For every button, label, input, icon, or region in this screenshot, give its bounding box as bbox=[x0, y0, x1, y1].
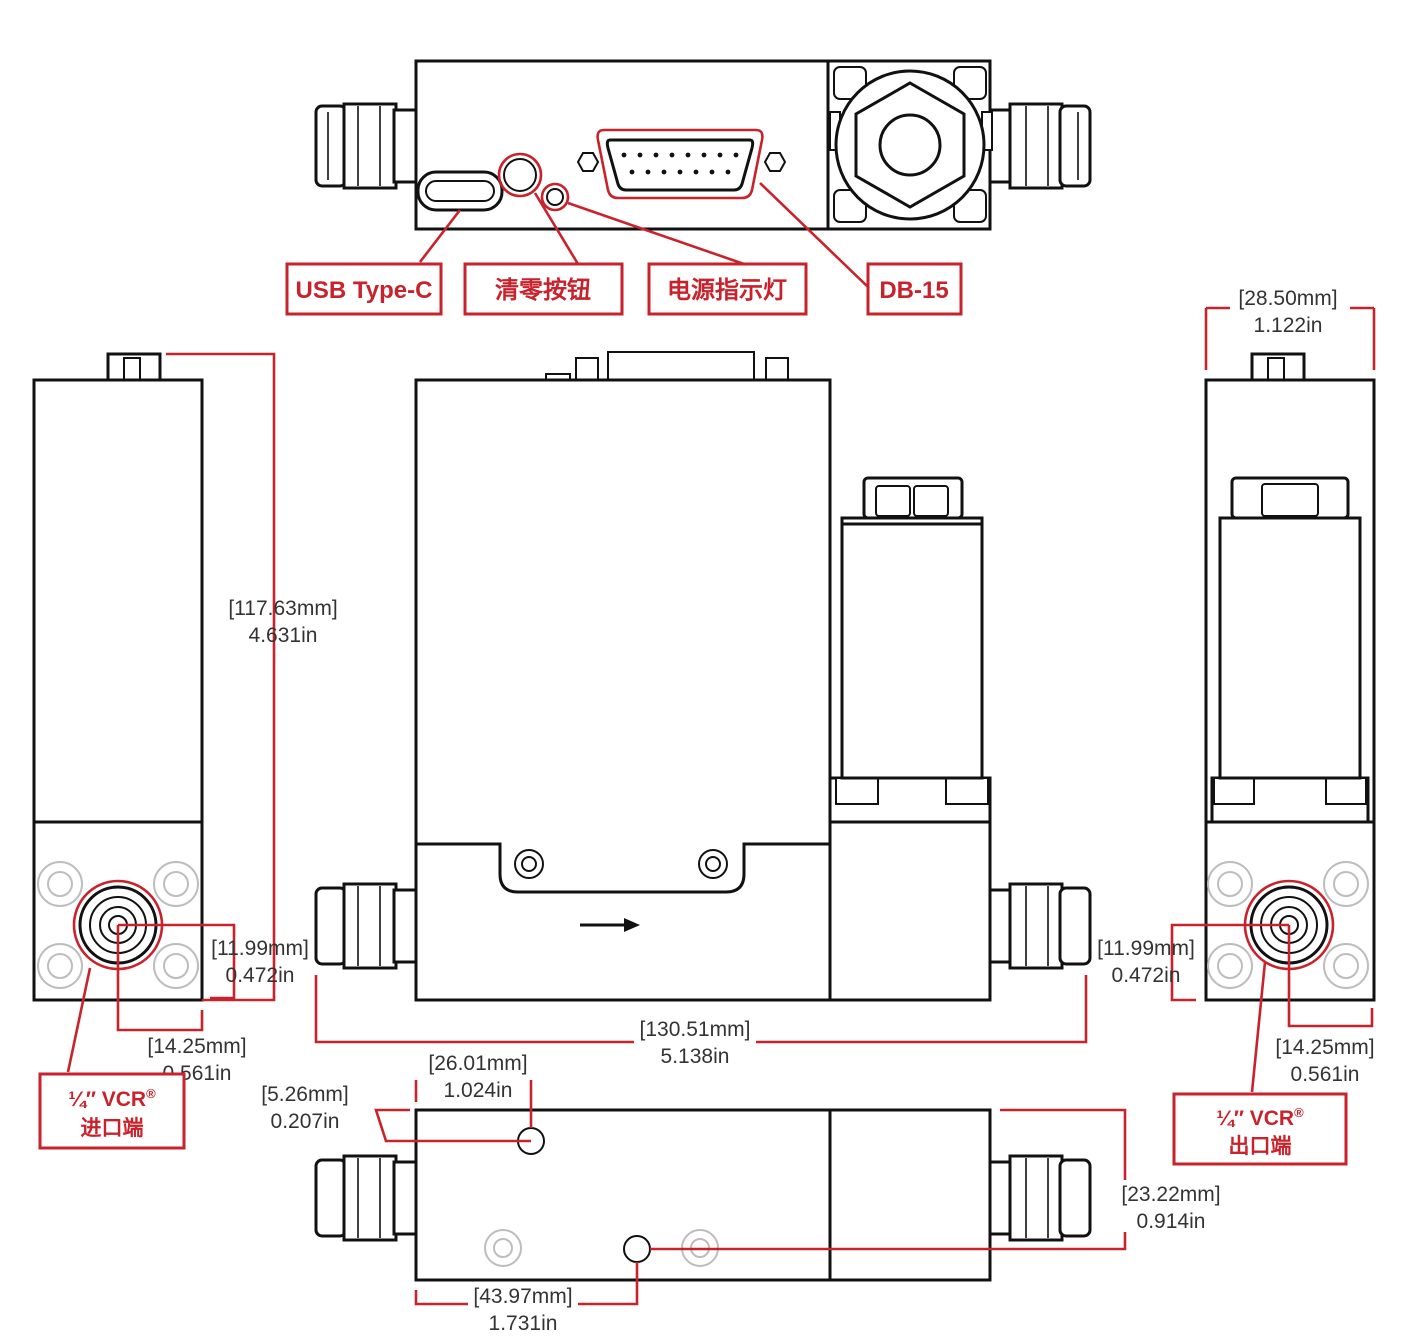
db15-pin bbox=[717, 152, 723, 158]
dimension-lines bbox=[66, 306, 1376, 1306]
db15-pin bbox=[621, 152, 627, 158]
hole-spacing-mm: [23.22mm] bbox=[1121, 1183, 1220, 1206]
db15-pin bbox=[629, 169, 635, 175]
inlet-port-name: 进口端 bbox=[81, 1117, 144, 1140]
zero-button-callout: 清零按钮 bbox=[463, 262, 624, 316]
inlet-port-size: ¼″ VCR bbox=[68, 1088, 146, 1111]
top-view-callouts: USB Type-C 清零按钮 电源指示灯 DB-15 bbox=[285, 182, 963, 316]
usb-c-port bbox=[416, 170, 504, 212]
side-width-mm: [28.50mm] bbox=[1238, 287, 1337, 310]
db15-pins bbox=[621, 152, 739, 175]
inlet-port-callout: ¼″ VCR® 进口端 bbox=[38, 1072, 186, 1150]
db15-pin bbox=[685, 152, 691, 158]
mounting-hole-2 bbox=[623, 1235, 651, 1263]
port-offset-right-mm: [14.25mm] bbox=[1275, 1036, 1374, 1059]
zero-button-label: 清零按钮 bbox=[495, 276, 591, 304]
bottom-view bbox=[314, 1108, 1092, 1282]
db15-pin bbox=[653, 152, 659, 158]
outlet-port-size: ¼″ VCR bbox=[1216, 1107, 1294, 1130]
db15-label: DB-15 bbox=[879, 277, 948, 304]
overall-length-mm: [130.51mm] bbox=[640, 1018, 751, 1041]
outlet-port-name: 出口端 bbox=[1229, 1135, 1292, 1158]
height-in: 4.631in bbox=[249, 624, 318, 647]
dimension-labels: [117.63mm] 4.631in [28.50mm] 1.122in [11… bbox=[147, 287, 1374, 1335]
db15-pin bbox=[677, 169, 683, 175]
zero-button bbox=[503, 158, 537, 192]
hole1-x-mm: [26.01mm] bbox=[428, 1052, 527, 1075]
port-offset-left-mm: [14.25mm] bbox=[147, 1035, 246, 1058]
db15-connector bbox=[576, 128, 787, 200]
left-end-view bbox=[32, 352, 204, 1002]
top-view-inlet-fitting bbox=[314, 102, 418, 190]
hole1-x-in: 1.024in bbox=[444, 1079, 513, 1102]
svg-text:¼″ VCR®: ¼″ VCR® bbox=[68, 1086, 156, 1111]
right-end-view bbox=[1204, 352, 1376, 1002]
left-bolt-holes bbox=[37, 861, 199, 989]
db15-pin bbox=[701, 152, 707, 158]
svg-text:¼″ VCR®: ¼″ VCR® bbox=[1216, 1105, 1304, 1130]
front-view bbox=[314, 351, 1092, 1002]
db15-pin bbox=[637, 152, 643, 158]
port-offset-right-in: 0.561in bbox=[1291, 1063, 1360, 1086]
valve-top bbox=[829, 66, 993, 223]
front-view-body bbox=[414, 378, 832, 1002]
port-height-right-mm: [11.99mm] bbox=[1097, 937, 1195, 960]
db15-callout: DB-15 bbox=[866, 262, 963, 316]
db15-pin bbox=[725, 169, 731, 175]
side-width-in: 1.122in bbox=[1254, 314, 1323, 337]
inlet-registered-mark: ® bbox=[146, 1086, 156, 1101]
db15-pin bbox=[661, 169, 667, 175]
top-view-outlet-fitting bbox=[988, 102, 1092, 190]
overall-length-in: 5.138in bbox=[661, 1045, 730, 1068]
height-mm: [117.63mm] bbox=[228, 597, 337, 620]
hole-spacing-in: 0.914in bbox=[1137, 1210, 1206, 1233]
right-bolt-holes bbox=[1207, 861, 1369, 989]
db15-pin bbox=[709, 169, 715, 175]
port-height-right-in: 0.472in bbox=[1112, 964, 1181, 987]
power-led bbox=[546, 188, 564, 206]
outlet-port-callout: ¼″ VCR® 出口端 bbox=[1172, 1092, 1348, 1166]
usb-type-c-label: USB Type-C bbox=[296, 277, 433, 304]
power-led-callout: 电源指示灯 bbox=[647, 262, 808, 316]
hole1-y-mm: [5.26mm] bbox=[261, 1083, 349, 1106]
port-height-left-in: 0.472in bbox=[226, 964, 295, 987]
db15-pin bbox=[733, 152, 739, 158]
db15-pin bbox=[693, 169, 699, 175]
power-led-label: 电源指示灯 bbox=[667, 277, 787, 304]
hole2-x-mm: [43.97mm] bbox=[473, 1285, 572, 1308]
db15-pin bbox=[669, 152, 675, 158]
flow-direction-arrow bbox=[580, 918, 640, 932]
top-view bbox=[314, 59, 1092, 231]
usb-type-c-callout: USB Type-C bbox=[285, 262, 443, 316]
port-height-left-mm: [11.99mm] bbox=[211, 937, 309, 960]
db15-pin bbox=[645, 169, 651, 175]
hole2-x-in: 1.731in bbox=[489, 1312, 558, 1335]
outlet-registered-mark: ® bbox=[1294, 1105, 1304, 1120]
hole1-y-in: 0.207in bbox=[271, 1110, 340, 1133]
